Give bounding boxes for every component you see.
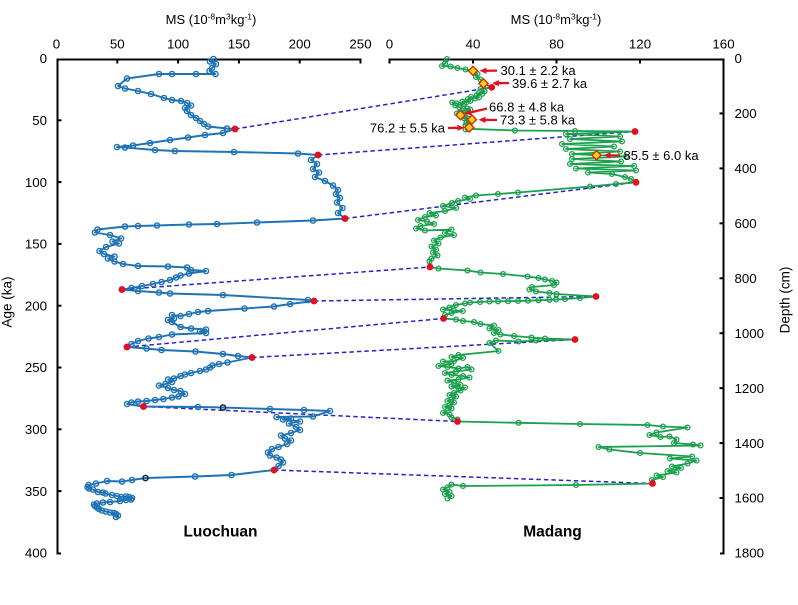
- svg-text:0: 0: [386, 37, 393, 52]
- svg-text:1400: 1400: [735, 436, 765, 451]
- svg-text:1600: 1600: [735, 491, 765, 506]
- svg-text:Depth (cm): Depth (cm): [778, 267, 793, 334]
- svg-text:400: 400: [25, 546, 47, 561]
- svg-text:400: 400: [735, 161, 757, 176]
- svg-text:100: 100: [167, 37, 189, 52]
- svg-text:150: 150: [25, 237, 47, 252]
- svg-text:600: 600: [735, 216, 757, 231]
- svg-text:40: 40: [466, 37, 481, 52]
- svg-text:0: 0: [53, 37, 60, 52]
- svg-text:73.3 ± 5.8 ka: 73.3 ± 5.8 ka: [500, 113, 576, 128]
- svg-text:1800: 1800: [735, 546, 765, 561]
- svg-text:50: 50: [110, 37, 125, 52]
- svg-text:100: 100: [25, 175, 47, 190]
- svg-text:160: 160: [712, 37, 734, 52]
- svg-text:Luochuan: Luochuan: [183, 524, 257, 541]
- svg-text:1200: 1200: [735, 381, 765, 396]
- svg-text:350: 350: [25, 484, 47, 499]
- svg-text:0: 0: [40, 51, 47, 66]
- svg-text:50: 50: [32, 113, 47, 128]
- svg-text:39.6 ± 2.7 ka: 39.6 ± 2.7 ka: [512, 76, 588, 91]
- svg-text:200: 200: [25, 298, 47, 313]
- svg-text:1000: 1000: [735, 326, 765, 341]
- svg-text:800: 800: [735, 271, 757, 286]
- svg-text:Age (ka): Age (ka): [0, 276, 15, 327]
- svg-text:Madang: Madang: [523, 524, 582, 541]
- svg-text:0: 0: [735, 51, 742, 66]
- svg-text:76.2 ± 5.5 ka: 76.2 ± 5.5 ka: [370, 121, 446, 136]
- svg-text:250: 250: [349, 37, 371, 52]
- svg-text:250: 250: [25, 360, 47, 375]
- svg-text:80: 80: [549, 37, 564, 52]
- svg-text:150: 150: [228, 37, 250, 52]
- svg-text:85.5 ± 6.0 ka: 85.5 ± 6.0 ka: [624, 148, 700, 163]
- svg-text:120: 120: [629, 37, 651, 52]
- svg-text:200: 200: [735, 106, 757, 121]
- svg-text:300: 300: [25, 422, 47, 437]
- svg-text:200: 200: [289, 37, 311, 52]
